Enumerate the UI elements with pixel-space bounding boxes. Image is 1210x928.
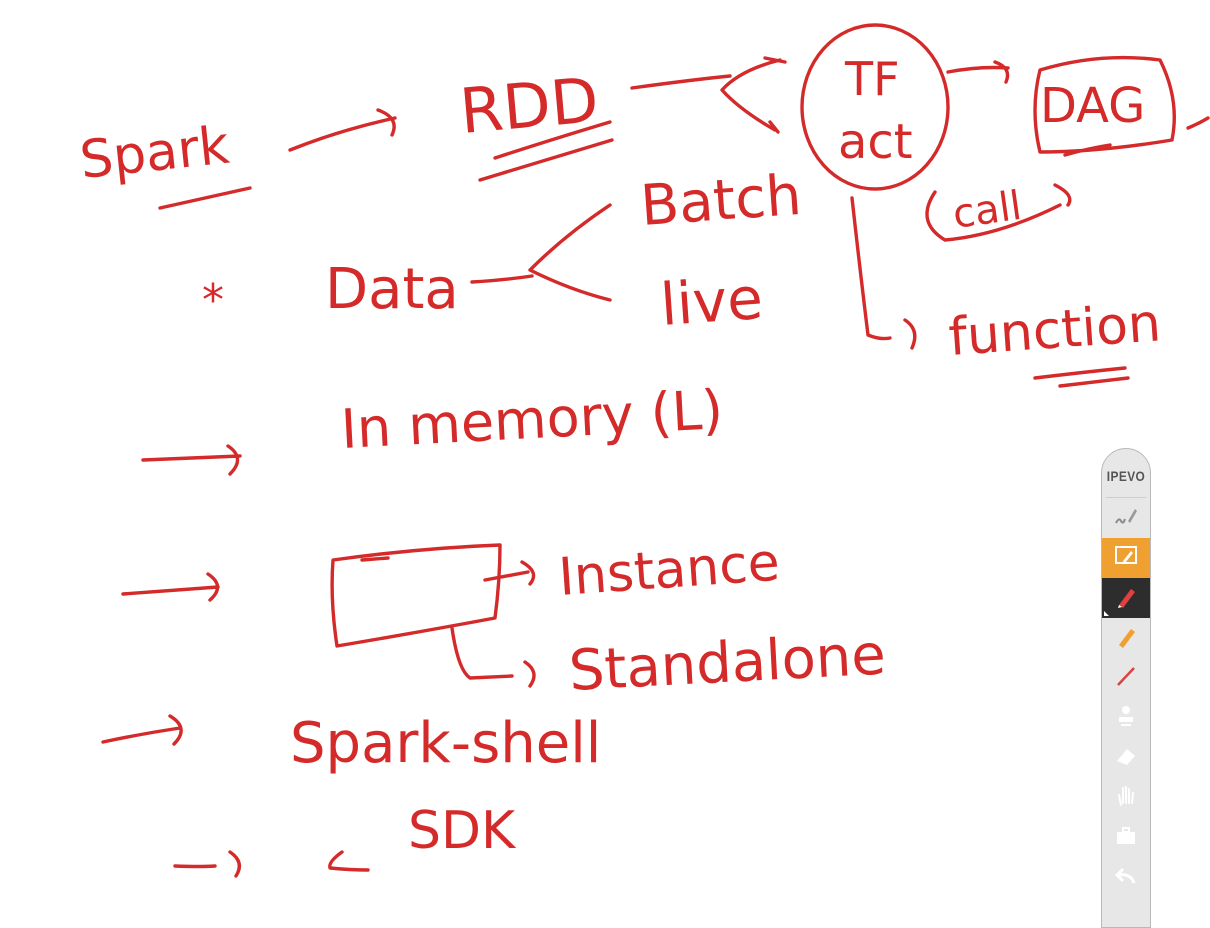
line-act-function [850, 196, 917, 350]
fork-bracket [720, 56, 787, 134]
underline-spark [158, 186, 252, 210]
ipevo-toolbar: IPEVO [1101, 448, 1151, 928]
box-tick [360, 556, 390, 562]
label-act: act [838, 114, 913, 170]
line-tool-button[interactable] [1102, 658, 1150, 698]
underline-rdd-2 [478, 138, 614, 182]
orange-highlighter-icon [1113, 623, 1139, 654]
label-function: function [947, 293, 1163, 368]
pen-squiggle-tool-button[interactable] [1102, 498, 1150, 538]
label-batch: Batch [638, 163, 803, 239]
underline-dag [1063, 116, 1210, 157]
undo-tool-button[interactable] [1102, 858, 1150, 898]
arrow-box [121, 572, 220, 602]
arrow-rdd-fork [630, 74, 732, 90]
label-sdk: SDK [408, 801, 517, 861]
arrow-act-dag [946, 60, 1010, 84]
label-live: live [658, 264, 765, 339]
label-data: Data [325, 257, 459, 322]
arrow-sdk [173, 850, 242, 878]
label-dag: DAG [1040, 78, 1145, 134]
hand-tool-button[interactable] [1102, 778, 1150, 818]
circle-tf-act [800, 23, 950, 191]
hand-icon [1113, 783, 1139, 814]
screen-annotate-tool-button[interactable] [1102, 538, 1150, 578]
label-star: * [202, 275, 224, 326]
label-call: call [950, 183, 1024, 238]
highlighter-tool-button[interactable] [1102, 618, 1150, 658]
label-rdd: RDD [457, 63, 601, 148]
stamp-tool-button[interactable] [1102, 698, 1150, 738]
toolbox-icon [1113, 823, 1139, 854]
toolbox-tool-button[interactable] [1102, 818, 1150, 858]
underline-function-2 [1058, 376, 1130, 388]
arrow-spark-rdd [288, 108, 397, 152]
pen-squiggle-icon [1113, 503, 1139, 534]
label-spark: Spark [77, 116, 232, 191]
label-standalone: Standalone [567, 622, 887, 703]
bracket-sdk [328, 850, 370, 872]
arrow-data-fork [470, 274, 534, 284]
arrow-in-memory [141, 444, 242, 476]
box-dag [1033, 55, 1176, 154]
arrow-box-instance [483, 560, 536, 586]
fork-data [528, 203, 612, 302]
red-pen-tool-button[interactable] [1102, 578, 1150, 618]
arrow-spark-shell [101, 714, 183, 746]
box-node [330, 543, 502, 648]
label-tf: TF [844, 52, 900, 106]
screen-annotate-icon [1113, 543, 1139, 574]
label-spark-shell: Spark-shell [290, 711, 601, 776]
ipevo-logo: IPEVO [1105, 449, 1147, 498]
eraser-tool-button[interactable] [1102, 738, 1150, 778]
stamp-icon [1113, 703, 1139, 734]
red-line-icon [1113, 663, 1139, 694]
submenu-corner-icon [1104, 611, 1109, 616]
label-in-memory: In memory (L) [339, 378, 724, 461]
underline-rdd-1 [493, 120, 612, 160]
label-instance: Instance [557, 533, 782, 608]
undo-icon [1113, 863, 1139, 894]
red-pen-icon [1113, 583, 1139, 614]
line-box-standalone [450, 626, 536, 688]
paren-call [925, 183, 1072, 242]
underline-function-1 [1033, 366, 1127, 380]
eraser-icon [1113, 743, 1139, 774]
